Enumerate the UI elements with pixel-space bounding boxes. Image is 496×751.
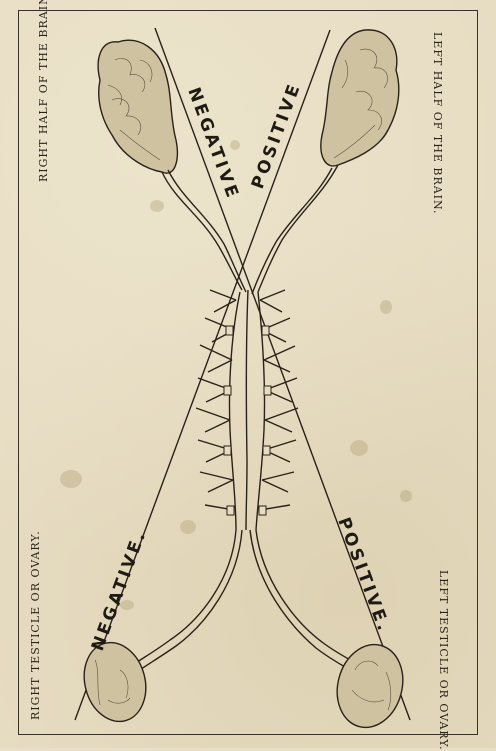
- label-left-testicle: LEFT TESTICLE OR OVARY.: [436, 570, 451, 720]
- polarity-label-bottom-left: NEGATIVE.: [88, 527, 151, 654]
- left-nerve-upper: [258, 165, 338, 292]
- label-right-brain: RIGHT HALF OF THE BRAIN.: [36, 32, 51, 182]
- label-left-brain: LEFT HALF OF THE BRAIN.: [430, 32, 445, 182]
- right-brain-hemisphere: [98, 40, 177, 173]
- label-right-testicle: RIGHT TESTICLE OR OVARY.: [28, 560, 43, 720]
- left-brain-hemisphere: [321, 30, 399, 166]
- polarity-label-bottom-right: POSITIVE.: [333, 515, 394, 636]
- right-testicle: [76, 636, 155, 729]
- left-testicle: [328, 637, 412, 735]
